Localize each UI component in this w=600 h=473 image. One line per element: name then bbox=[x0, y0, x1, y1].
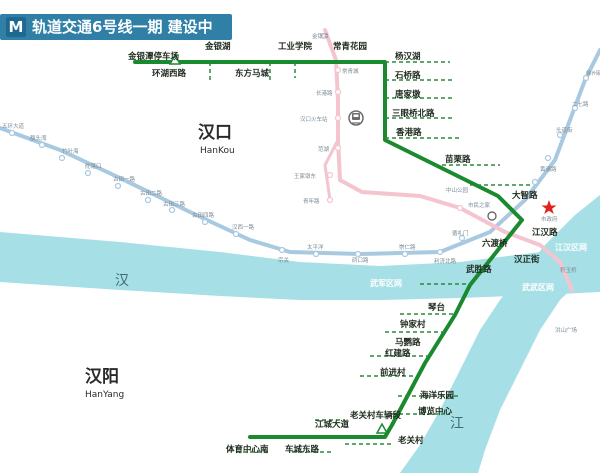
station-label: 博览中心 bbox=[418, 406, 453, 417]
station-label: 石桥路 bbox=[394, 70, 421, 81]
station-label: 市民之家 bbox=[468, 201, 491, 209]
station-label: 市政府 bbox=[541, 215, 558, 223]
station-label: 二七路 bbox=[572, 100, 589, 108]
station-label: 额头湾 bbox=[30, 134, 47, 142]
station-label: 利济北路 bbox=[434, 257, 457, 265]
station-label: 金银湖 bbox=[204, 41, 231, 52]
station-label: 马鹦路 bbox=[395, 337, 421, 348]
transfer-ring bbox=[487, 211, 497, 221]
station-label: 江汉路 bbox=[532, 227, 558, 238]
station-label: 常青花园 bbox=[333, 41, 367, 52]
station-label: 积玉桥 bbox=[560, 266, 577, 274]
district-en: HanKou bbox=[200, 146, 235, 156]
station-label: 古田一路 bbox=[113, 175, 136, 183]
station-label: 长港路 bbox=[316, 89, 333, 97]
station-label: 硚口路 bbox=[352, 256, 369, 264]
station-label: 古田四路 bbox=[192, 211, 215, 219]
other-station-labels: 五环大道 额头湾 竹叶海 舵落口 古田一路 古田二路 古田三路 古田四路 汉西一… bbox=[2, 32, 600, 334]
station-label: 宗关 bbox=[278, 256, 290, 264]
station-label: 六渡桥 bbox=[482, 238, 508, 249]
line6-future-stubs bbox=[209, 61, 530, 453]
station-label: 王家墩东 bbox=[294, 172, 317, 180]
river-label: 江汉区网 bbox=[555, 242, 587, 252]
station-label: 黄浦路 bbox=[540, 165, 557, 173]
station-label: 中山公园 bbox=[446, 186, 469, 194]
station-label: 汉口火车站 bbox=[300, 115, 328, 123]
station-label: 钟家村 bbox=[400, 319, 426, 330]
station-label: 体育中心南 bbox=[226, 444, 269, 455]
station-label: 江城大道 bbox=[315, 419, 350, 430]
line6-track bbox=[133, 60, 524, 439]
line6-station-labels: 金银潭停车场 环湖西路 金银湖 东方马城 工业学院 常青花园 杨汉湖 石桥路 唐… bbox=[127, 41, 558, 455]
district-name: 汉口 bbox=[198, 123, 232, 143]
station-label: 金银潭 bbox=[312, 32, 329, 40]
river-label: 汉 bbox=[115, 273, 129, 289]
station-label: 东方马城 bbox=[235, 68, 270, 79]
station-label: 三眼桥北路 bbox=[392, 108, 435, 119]
station-label: 常青城 bbox=[342, 67, 359, 75]
river-label: 武军区网 bbox=[370, 278, 402, 288]
district-en: HanYang bbox=[85, 390, 124, 400]
station-label: 古田三路 bbox=[163, 200, 186, 208]
station-label: 老关村 bbox=[397, 435, 424, 446]
station-label: 太平洋 bbox=[307, 243, 324, 251]
station-label: 环湖西路 bbox=[152, 68, 187, 79]
station-label: 徐州新村 bbox=[586, 69, 600, 77]
station-label: 古田二路 bbox=[140, 189, 163, 197]
rail-station-icon bbox=[348, 110, 364, 126]
station-label: 前进村 bbox=[380, 367, 406, 378]
station-label: 青年路 bbox=[303, 197, 320, 205]
station-label: 循礼门 bbox=[452, 229, 469, 237]
station-label: 海洋乐园 bbox=[420, 390, 454, 401]
river-label: 江 bbox=[450, 416, 464, 432]
station-label: 工业学院 bbox=[278, 41, 313, 52]
title-bg bbox=[0, 14, 232, 40]
station-label: 金银潭停车场 bbox=[127, 51, 180, 62]
station-label: 杨汉湖 bbox=[395, 51, 421, 62]
logo-letter: M bbox=[9, 18, 24, 36]
river-label: 武武区网 bbox=[522, 282, 554, 292]
map-title: 轨道交通6号线一期 建设中 bbox=[32, 18, 213, 36]
station-label: 汉正街 bbox=[514, 254, 540, 265]
line2-station-dots bbox=[320, 32, 464, 212]
line1-station-dots bbox=[8, 74, 590, 258]
station-label: 汉西一路 bbox=[232, 223, 255, 231]
station-label: 崇仁路 bbox=[399, 243, 416, 251]
station-label: 大智路 bbox=[512, 190, 538, 201]
line2-branch bbox=[323, 138, 340, 202]
station-label: 老关村车辆段 bbox=[349, 410, 402, 421]
station-label: 舵落口 bbox=[85, 162, 102, 170]
station-label: 范湖 bbox=[318, 145, 330, 153]
station-label: 红建路 bbox=[385, 348, 411, 359]
station-label: 唐家墩 bbox=[395, 89, 421, 100]
station-label: 头道街 bbox=[556, 126, 573, 134]
station-label: 竹叶海 bbox=[62, 147, 79, 155]
star-icon bbox=[541, 200, 557, 214]
title-banner: M 轨道交通6号线一期 建设中 bbox=[0, 14, 232, 40]
station-label: 武胜路 bbox=[466, 264, 492, 275]
station-label: 洪山广场 bbox=[555, 326, 578, 334]
yangtze-river bbox=[400, 195, 600, 473]
district-name: 汉阳 bbox=[85, 367, 119, 387]
station-label: 五环大道 bbox=[2, 122, 25, 130]
han-river bbox=[0, 232, 600, 300]
station-label: 琴台 bbox=[427, 302, 446, 313]
station-label: 香港路 bbox=[395, 127, 422, 138]
station-label: 车城东路 bbox=[285, 444, 320, 455]
station-label: 苗栗路 bbox=[445, 154, 471, 165]
depot-icon-north bbox=[168, 53, 182, 65]
metro-logo-icon bbox=[6, 17, 26, 37]
depot-icon-south bbox=[375, 422, 389, 434]
